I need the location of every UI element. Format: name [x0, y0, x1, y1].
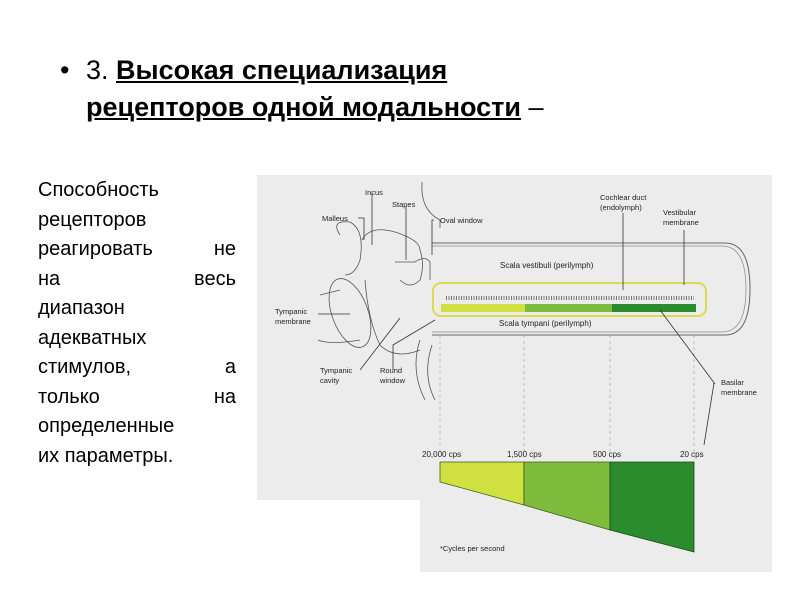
- label-malleus: Malleus: [322, 214, 348, 223]
- title-number: 3.: [86, 55, 117, 85]
- label-scala-tympani: Scala tympani (perilymph): [499, 319, 592, 328]
- band-low-freq: [609, 461, 695, 553]
- label-basilar: Basilar: [721, 378, 744, 387]
- label-round-window: Round: [380, 366, 402, 375]
- label-tympanic-membrane: Tympanic: [275, 307, 307, 316]
- basilar-segment-mid: [525, 304, 612, 312]
- frequency-labels: 20,000 cps 1,500 cps 500 cps 20 cps: [422, 450, 704, 459]
- middle-ear-drawing: [317, 181, 441, 401]
- guide-lines: [439, 335, 695, 455]
- freq-label: 20,000 cps: [422, 450, 461, 459]
- label-basilar-2: membrane: [721, 388, 757, 397]
- para-line: на весь: [38, 267, 236, 290]
- freq-label: 500 cps: [593, 450, 621, 459]
- para-line: реагировать не: [38, 238, 236, 260]
- label-round-window-2: window: [379, 376, 406, 385]
- label-scala-vestibuli: Scala vestibuli (perilymph): [500, 261, 594, 270]
- para-line: рецепторов: [38, 208, 147, 231]
- para-line: определенные: [38, 415, 175, 437]
- cochlea-outer: [432, 242, 751, 336]
- label-oval-window: Oval window: [440, 216, 483, 225]
- bullet: •: [60, 55, 70, 85]
- label-stapes: Stapes: [392, 200, 416, 209]
- para-line: диапазон: [38, 297, 125, 319]
- label-vestibular-2: membrane: [663, 218, 699, 227]
- footnote: *Cycles per second: [440, 544, 505, 553]
- label-incus: Incus: [365, 188, 383, 197]
- basilar-segment-high: [441, 304, 525, 312]
- label-cochlear-duct-2: (endolymph): [600, 203, 642, 212]
- cochlear-duct: [432, 282, 707, 317]
- para-line: их параметры.: [38, 444, 174, 467]
- para-line: Способность: [38, 179, 159, 201]
- freq-label: 20 cps: [680, 450, 704, 459]
- description-paragraph: Способность рецепторов реагировать не на…: [38, 176, 236, 471]
- para-line: только на: [38, 385, 236, 408]
- label-tympanic-membrane-2: membrane: [275, 317, 311, 326]
- basilar-segment-low: [612, 304, 696, 312]
- label-tympanic-cavity-2: cavity: [320, 376, 339, 385]
- label-vestibular: Vestibular: [663, 208, 696, 217]
- freq-label: 1,500 cps: [507, 450, 542, 459]
- para-line: адекватных: [38, 326, 147, 349]
- title-bold-1: Высокая специализация: [116, 55, 448, 85]
- anatomy-labels: Incus Stapes Malleus Oval window Cochlea…: [275, 188, 757, 397]
- label-cochlear-duct: Cochlear duct: [600, 193, 647, 202]
- title-dash: –: [521, 92, 544, 122]
- title-bold-2: рецепторов одной модальности: [86, 92, 521, 122]
- leader-lines: [318, 193, 716, 446]
- para-line: стимулов, а: [38, 356, 236, 378]
- label-tympanic-cavity: Tympanic: [320, 366, 352, 375]
